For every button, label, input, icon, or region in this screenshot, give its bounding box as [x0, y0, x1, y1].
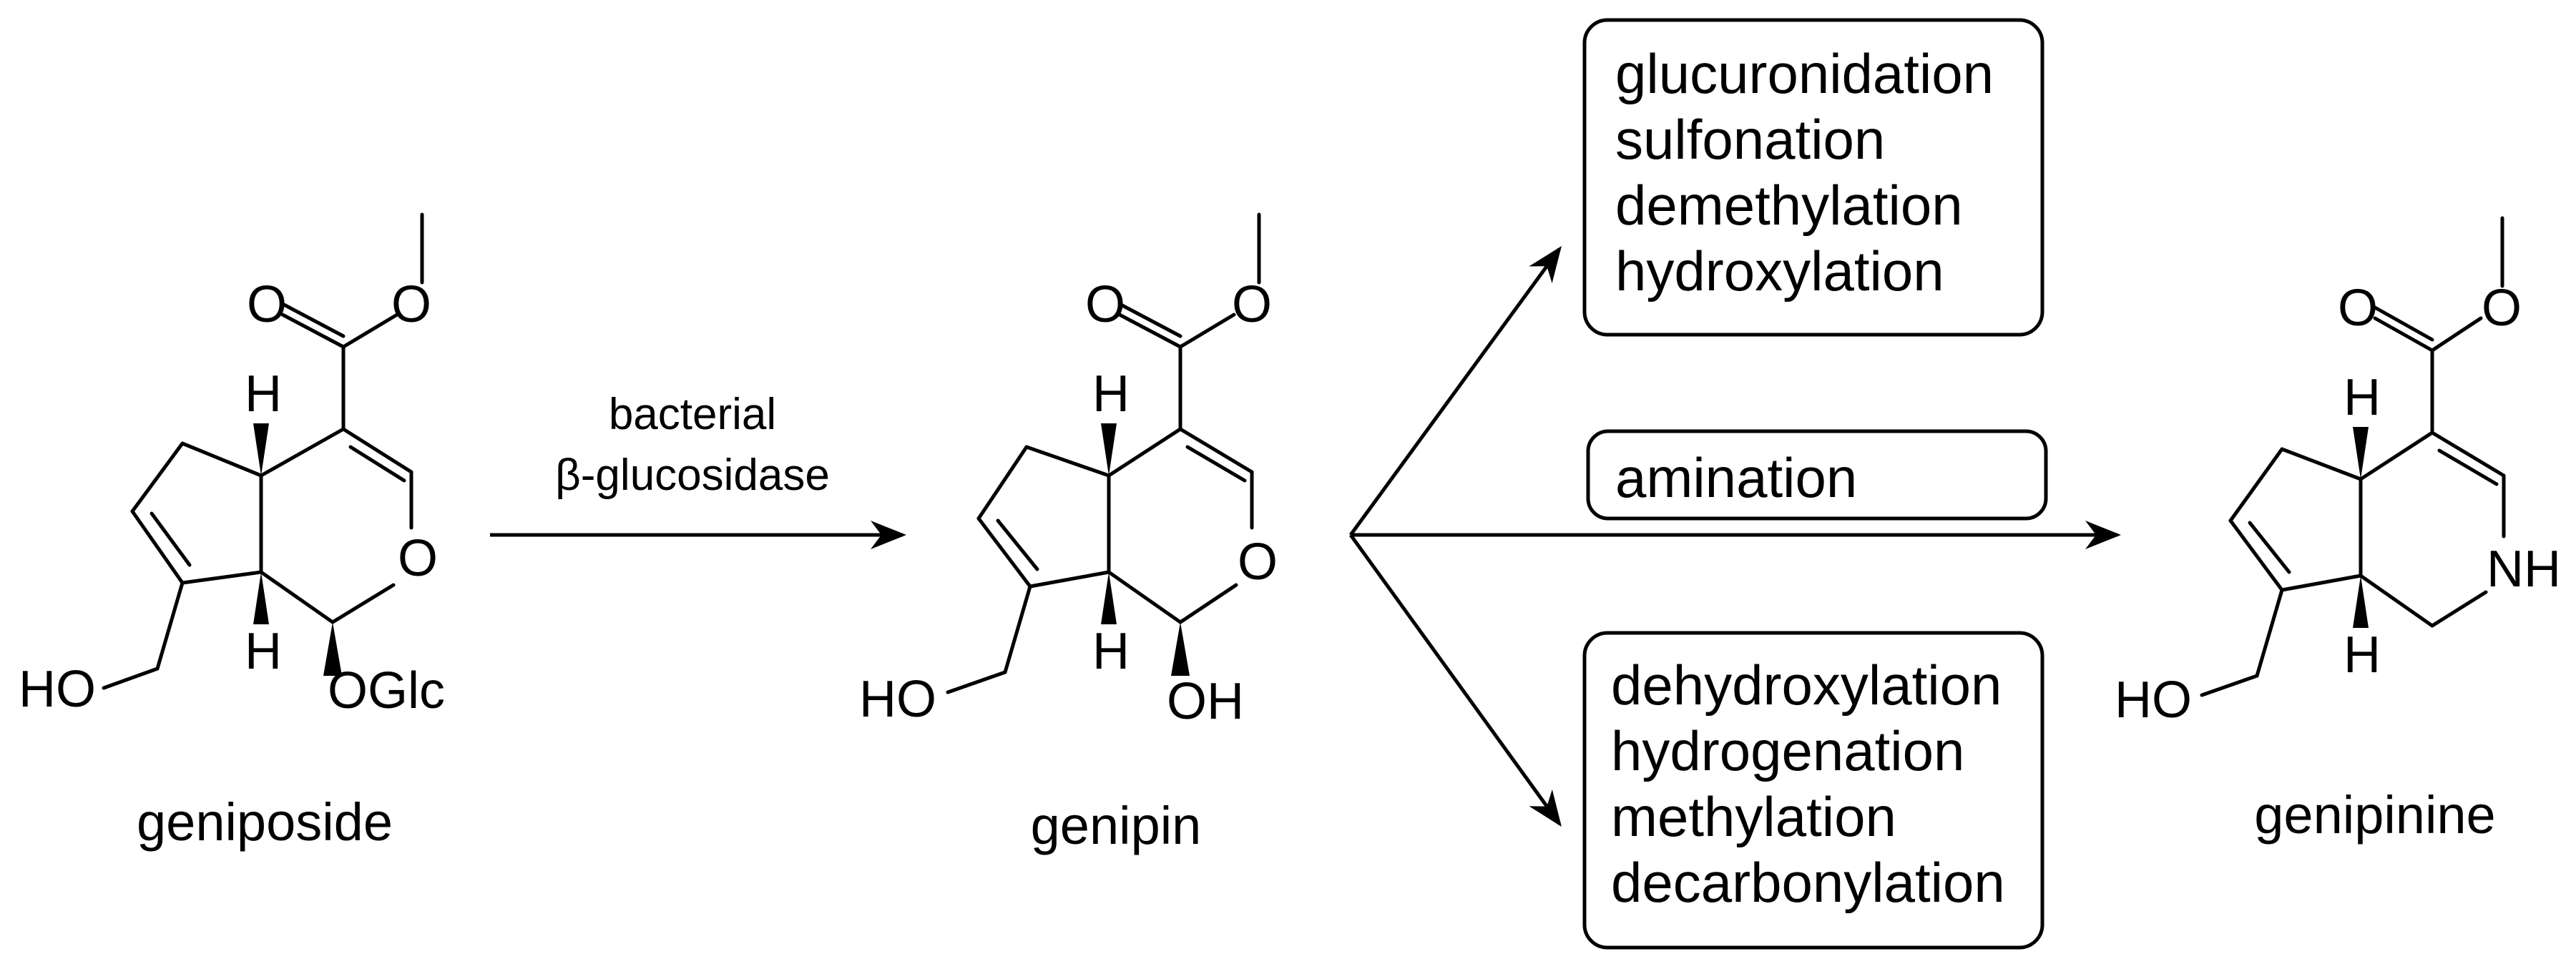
hydroxyl-label: OH	[1167, 673, 1244, 730]
reaction-arrow-to-conjugation	[1348, 245, 1562, 536]
transformation-box-middle: amination	[1586, 429, 2048, 521]
hydrogen-label: H	[2344, 369, 2381, 426]
amine-nh-label: NH	[2487, 541, 2561, 598]
transformation-label: sulfonation	[1615, 108, 1885, 171]
geniposide-structure: O O O H H HO OGlc	[19, 212, 445, 719]
transformation-label: demethylation	[1615, 174, 1963, 237]
carbonyl-oxygen-label: O	[247, 276, 287, 333]
hydroxyl-label: HO	[859, 671, 936, 728]
genipin-structure: O O O H H HO OH	[859, 212, 1278, 730]
transformation-label: methylation	[1611, 785, 1896, 848]
hydroxyl-label: HO	[2115, 672, 2192, 729]
transformation-box-top: glucuronidation sulfonation demethylatio…	[1582, 18, 2044, 337]
hydrogen-label: H	[245, 623, 282, 680]
compound-name-genipinine: genipinine	[2254, 785, 2495, 845]
hydroxyl-label: HO	[19, 661, 96, 718]
transformation-label: decarbonylation	[1611, 851, 2005, 914]
hydrogen-label: H	[245, 365, 282, 423]
glucoside-label: OGlc	[328, 662, 445, 719]
carbonyl-oxygen-label: O	[1085, 276, 1125, 333]
transformation-label: amination	[1615, 446, 1857, 509]
transformation-label: hydrogenation	[1611, 719, 1964, 782]
ester-oxygen-label: O	[391, 276, 431, 333]
reagent-label: β-glucosidase	[555, 451, 830, 500]
ester-oxygen-label: O	[1232, 276, 1272, 333]
transformation-label: glucuronidation	[1615, 42, 1994, 105]
compound-name-genipin: genipin	[1031, 796, 1202, 855]
carbonyl-oxygen-label: O	[2338, 280, 2378, 337]
transformation-label: dehydroxylation	[1611, 654, 2002, 717]
ester-oxygen-label: O	[2482, 280, 2522, 337]
reaction-arrow-to-reduction	[1348, 533, 1562, 827]
transformation-label: hydroxylation	[1615, 240, 1944, 303]
ring-oxygen-label: O	[1238, 533, 1278, 591]
hydrogen-label: H	[1092, 365, 1130, 423]
transformation-box-bottom: dehydroxylation hydrogenation methylatio…	[1582, 631, 2044, 950]
genipinine-structure: O O NH H H HO	[2115, 216, 2561, 729]
reagent-label: bacterial	[609, 390, 776, 439]
hydrogen-label: H	[2344, 626, 2381, 684]
hydrogen-label: H	[1092, 623, 1130, 680]
ring-oxygen-label: O	[398, 530, 438, 587]
compound-name-geniposide: geniposide	[137, 792, 393, 852]
